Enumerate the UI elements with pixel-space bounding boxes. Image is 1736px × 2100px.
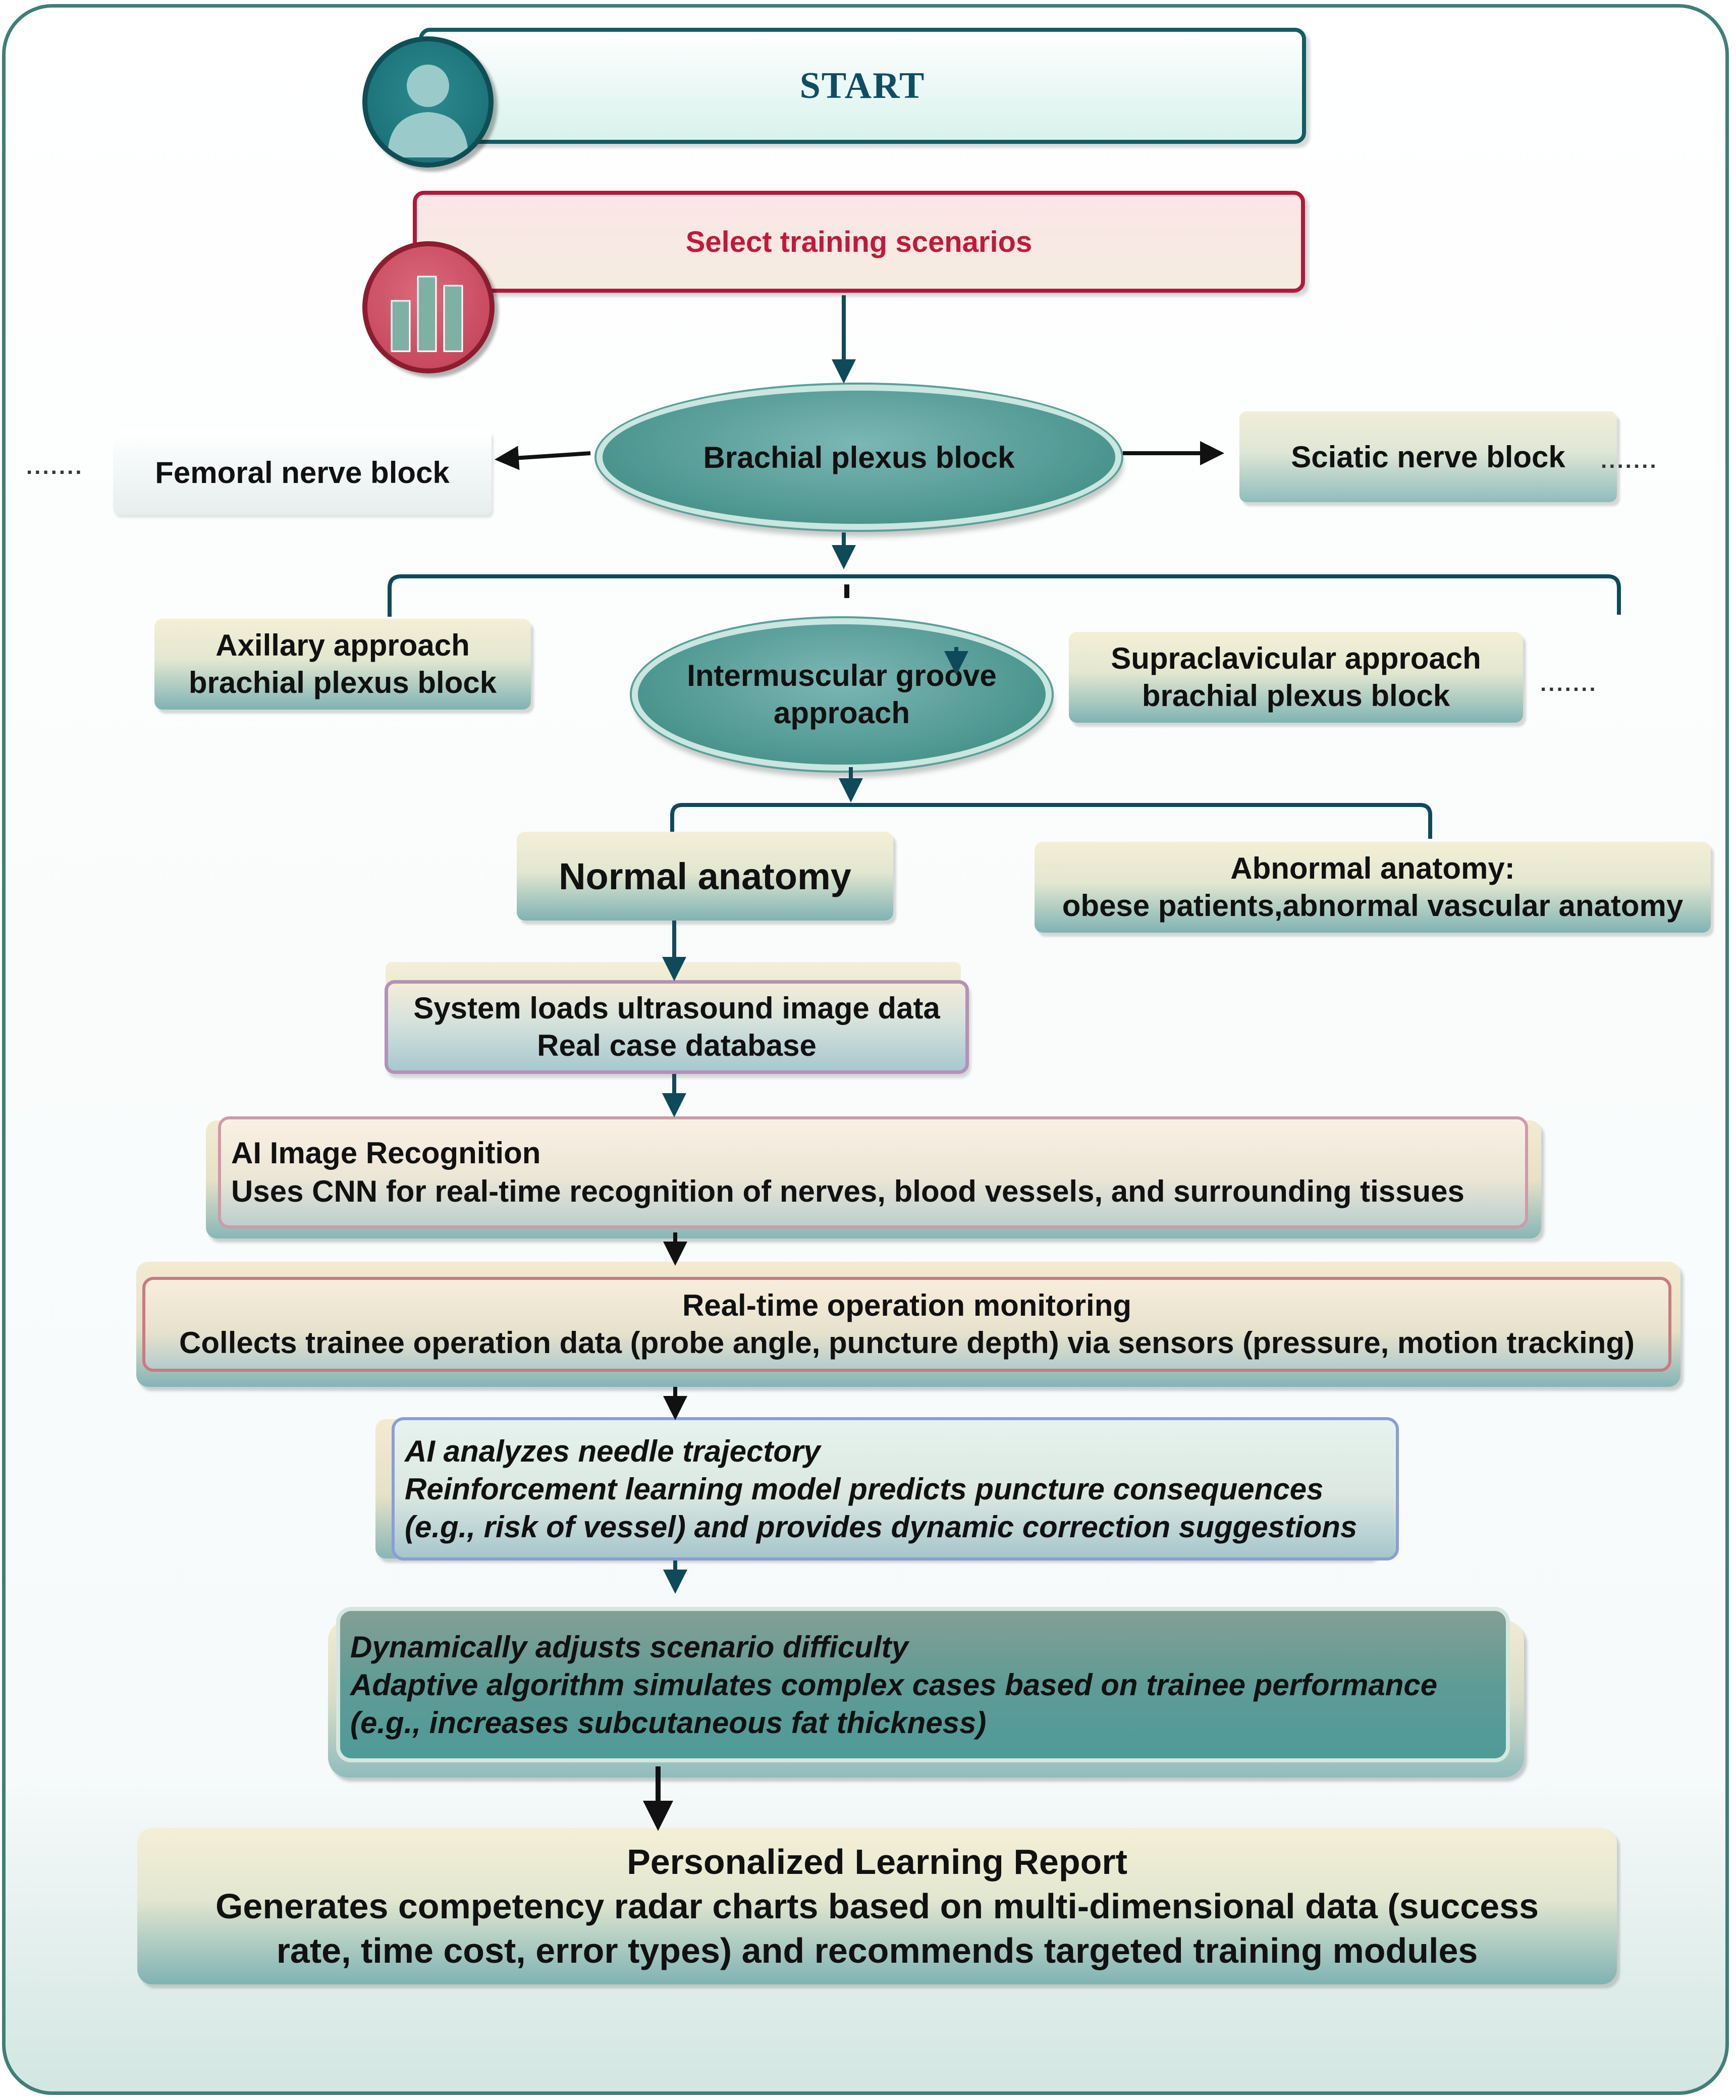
monitoring-title: Real-time operation monitoring [682, 1288, 1132, 1322]
monitoring-box: Real-time operation monitoring Collects … [142, 1277, 1671, 1372]
recognition-text: Uses CNN for real-time recognition of ne… [231, 1174, 1464, 1208]
recognition-title: AI Image Recognition [231, 1136, 541, 1170]
normal-anatomy-label: Normal anatomy [559, 855, 851, 897]
difficulty-box: Dynamically adjusts scenario difficulty … [336, 1607, 1510, 1762]
system-load-box: System loads ultrasound image data Real … [385, 980, 969, 1074]
right-ellipsis: ....... [1601, 448, 1658, 473]
report-box: Personalized Learning Report Generates c… [137, 1828, 1617, 1984]
start-box: START [419, 28, 1306, 144]
anatomy-bracket [670, 803, 1432, 839]
supraclavicular-approach-box: Supraclavicular approach brachial plexus… [1069, 632, 1523, 723]
report-title: Personalized Learning Report [627, 1842, 1127, 1881]
bar-chart-icon [362, 241, 495, 373]
system-load-line-1: System loads ultrasound image data [413, 991, 940, 1025]
brachial-plexus-oval: Brachial plexus block [594, 383, 1123, 532]
select-scenarios-box: Select training scenarios [413, 191, 1305, 293]
axillary-line-2: brachial plexus block [188, 666, 497, 699]
arrow-brachial-to-femoral [495, 446, 591, 470]
approach-ellipsis: ....... [1540, 671, 1598, 696]
sciatic-nerve-label: Sciatic nerve block [1291, 440, 1565, 474]
normal-anatomy-box: Normal anatomy [517, 832, 893, 921]
intermuscular-line-2: approach [773, 696, 910, 730]
supraclavicular-line-2: brachial plexus block [1142, 679, 1450, 713]
abnormal-anatomy-box: Abnormal anatomy: obese patients,abnorma… [1035, 842, 1711, 933]
recognition-box: AI Image Recognition Uses CNN for real-t… [218, 1116, 1528, 1228]
femoral-nerve-box: Femoral nerve block [113, 430, 492, 515]
axillary-approach-box: Axillary approach brachial plexus block [154, 619, 531, 710]
femoral-nerve-label: Femoral nerve block [155, 455, 450, 490]
brachial-plexus-label: Brachial plexus block [703, 440, 1015, 474]
system-load-line-2: Real case database [537, 1029, 817, 1062]
approach-bracket [388, 574, 1621, 617]
difficulty-text-2: (e.g., increases subcutaneous fat thickn… [350, 1705, 987, 1740]
difficulty-text-1: Adaptive algorithm simulates complex cas… [350, 1667, 1438, 1702]
trajectory-text-2: (e.g., risk of vessel) and provides dyna… [405, 1510, 1358, 1544]
trajectory-text-1: Reinforcement learning model predicts pu… [405, 1472, 1324, 1506]
select-scenarios-label: Select training scenarios [685, 225, 1033, 258]
abnormal-line-2: obese patients,abnormal vascular anatomy [1062, 889, 1684, 923]
trajectory-box: AI analyzes needle trajectory Reinforcem… [392, 1417, 1399, 1560]
user-icon [362, 36, 494, 168]
axillary-line-1: Axillary approach [215, 628, 470, 662]
abnormal-line-1: Abnormal anatomy: [1230, 851, 1515, 885]
report-text-1: Generates competency radar charts based … [215, 1887, 1539, 1926]
start-label: START [799, 65, 926, 106]
supraclavicular-line-1: Supraclavicular approach [1111, 641, 1481, 675]
difficulty-title: Dynamically adjusts scenario difficulty [350, 1630, 908, 1664]
report-text-2: rate, time cost, error types) and recomm… [276, 1931, 1478, 1970]
trajectory-title: AI analyzes needle trajectory [405, 1434, 821, 1468]
left-ellipsis: ....... [26, 454, 84, 479]
monitoring-text: Collects trainee operation data (probe a… [179, 1326, 1635, 1360]
sciatic-nerve-box: Sciatic nerve block [1239, 411, 1617, 502]
